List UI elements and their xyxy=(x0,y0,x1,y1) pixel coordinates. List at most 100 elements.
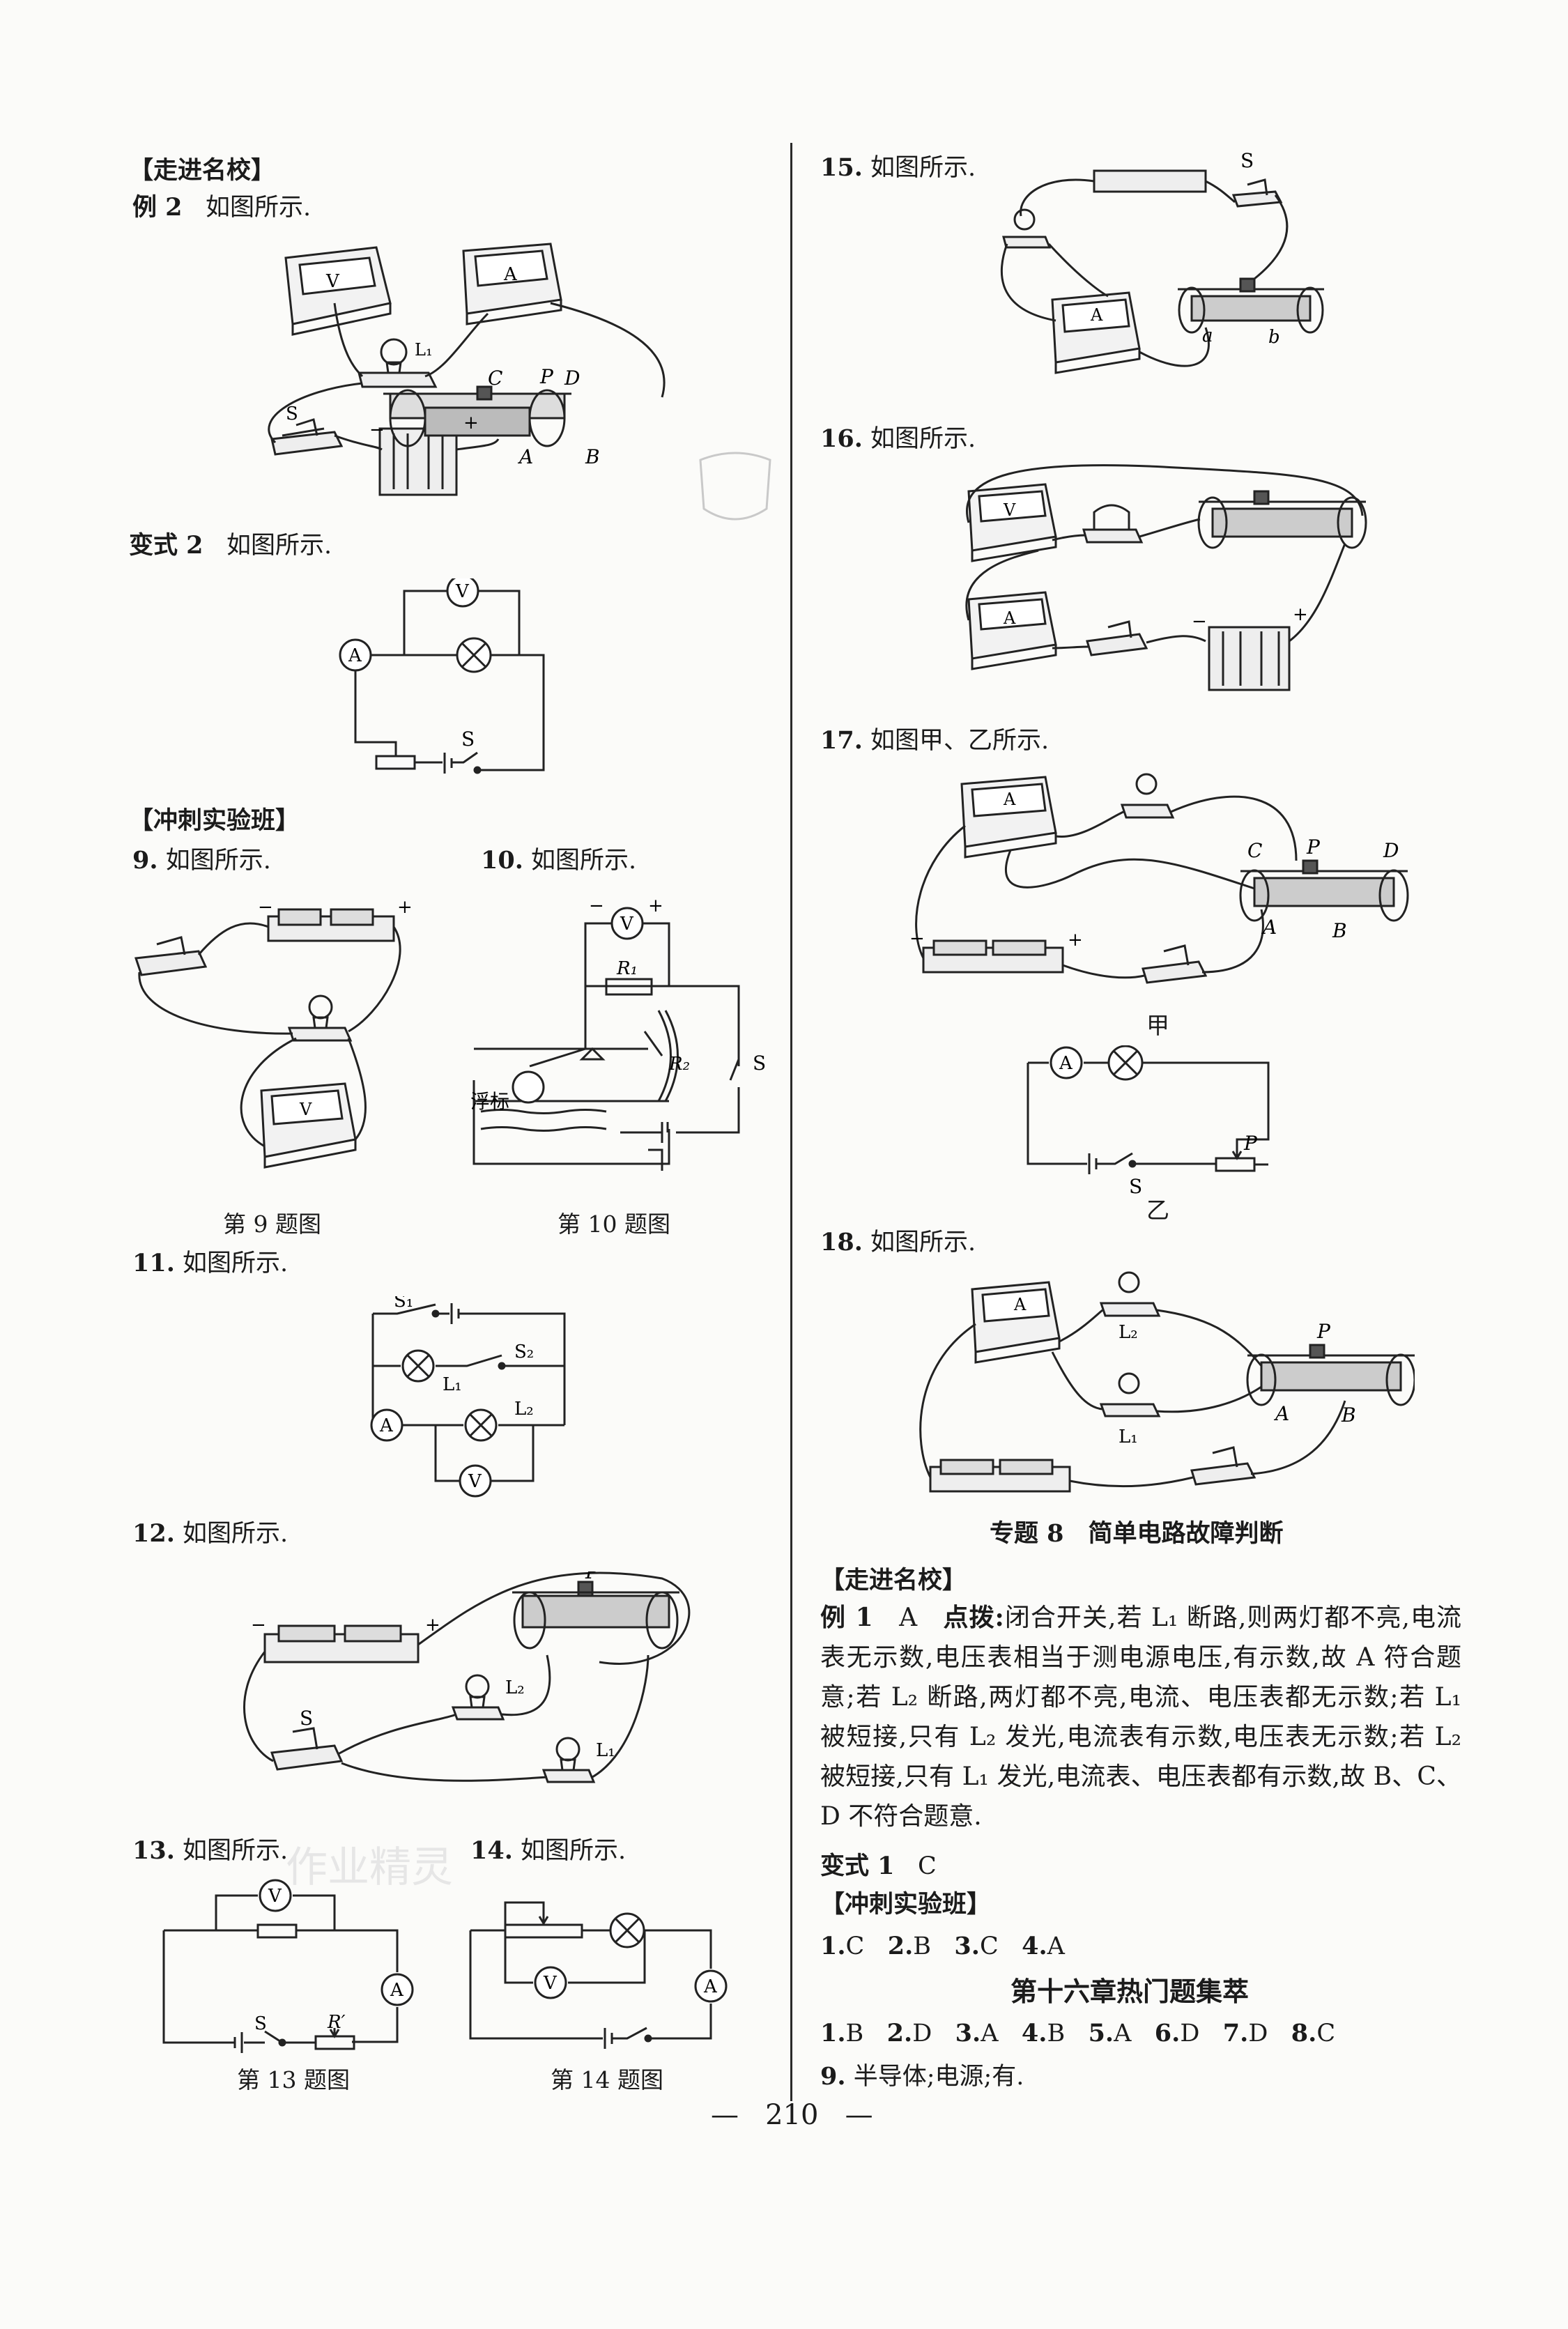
question-15-line: 15. 如图所示. xyxy=(820,152,976,185)
answer-value: A xyxy=(981,2020,999,2047)
figure-label: A xyxy=(1059,1053,1073,1074)
hint-text: 闭合开关,若 L₁ 断路,则两灯都不亮,电流表无示数,电压表相当于测电源电压,有… xyxy=(820,1604,1461,1831)
variant-2-line: 变式 2 如图所示. xyxy=(129,530,332,562)
section-heading-chongci: 【冲刺实验班】 xyxy=(129,806,300,835)
figure-label: − xyxy=(258,897,273,918)
answer-value: C xyxy=(1316,2020,1336,2047)
figure-label: A xyxy=(503,264,518,285)
figure-label: + xyxy=(463,413,479,433)
question-number: 11. xyxy=(132,1249,175,1277)
question-number: 15. xyxy=(820,153,863,182)
figure-label: P xyxy=(585,1571,599,1583)
figure-label: V xyxy=(468,1471,482,1492)
question-number: 12. xyxy=(132,1519,175,1548)
figure-label: C xyxy=(1247,839,1262,862)
question-text: 如图所示. xyxy=(165,847,271,875)
answer-number: 1. xyxy=(820,2019,846,2047)
answer-number: 8. xyxy=(1291,2019,1317,2047)
figure-label: − xyxy=(909,928,925,949)
figure-caption-9: 第 9 题图 xyxy=(223,1210,321,1238)
figure-label: S xyxy=(254,2013,267,2034)
figure-label: − xyxy=(589,899,604,916)
figure-label: D xyxy=(564,367,580,390)
question-18-line: 18. 如图所示. xyxy=(820,1227,976,1259)
variant-1-line: 变式 1 C xyxy=(820,1850,937,1883)
answer-value: D xyxy=(1180,2020,1200,2047)
figure-label: − xyxy=(369,420,385,440)
question-17-line: 17. 如图甲、乙所示. xyxy=(820,725,1049,758)
figure-label-jia: 甲 xyxy=(1146,1012,1169,1039)
section-heading-zoujin: 【走进名校】 xyxy=(129,156,276,185)
answer-value: D xyxy=(1248,2020,1268,2047)
question-number: 10. xyxy=(481,846,523,875)
answer-number: 4. xyxy=(1021,2019,1047,2047)
figure-label: R₁ xyxy=(616,958,638,979)
answer-number: 3. xyxy=(955,2019,981,2047)
figure-q16-circuit: V A − + xyxy=(965,464,1367,691)
column-divider xyxy=(790,143,792,2101)
figure-label: S xyxy=(1129,1175,1142,1198)
figure-q13-schematic: V A S R′ xyxy=(162,1879,414,2053)
figure-label: D xyxy=(1383,839,1399,862)
figure-label: + xyxy=(1293,604,1308,625)
figure-label: b xyxy=(1268,327,1280,348)
answer-value: A xyxy=(1047,1932,1065,1960)
question-number: 16. xyxy=(820,424,863,453)
answer-value: B xyxy=(1047,2020,1066,2047)
watermark-stamp: 作业精灵 xyxy=(286,1843,453,1892)
example-2-line: 例 2 如图所示. xyxy=(132,192,311,224)
figure-label: B xyxy=(1332,919,1347,942)
figure-label: V xyxy=(455,581,470,602)
figure-label: L₂ xyxy=(1119,1322,1138,1343)
figure-label: V xyxy=(620,914,634,935)
figure-label: + xyxy=(1068,930,1083,951)
figure-label-yi: 乙 xyxy=(1146,1197,1169,1224)
answer-number: 2. xyxy=(886,2019,913,2047)
variant-label: 变式 1 xyxy=(820,1852,895,1880)
figure-label: A xyxy=(1003,790,1016,809)
example-label: 例 1 xyxy=(820,1603,873,1632)
question-text: 如图所示. xyxy=(521,1837,627,1865)
hint-label: 点拨: xyxy=(943,1603,1004,1632)
figure-label: S₂ xyxy=(514,1342,534,1362)
figure-caption-10: 第 10 题图 xyxy=(558,1210,670,1238)
answers-row-b: 1.B 2.D 3.A 4.B 5.A 6.D 7.D 8.C xyxy=(820,2017,1335,2050)
variant-text: 如图所示. xyxy=(226,532,332,560)
answer-value: B xyxy=(845,2020,864,2047)
figure-label: V xyxy=(325,271,340,292)
answer-number: 2. xyxy=(887,1932,914,1960)
question-10-line: 10. 如图所示. xyxy=(481,845,636,877)
question-text: 如图所示. xyxy=(183,1520,289,1548)
figure-label: + xyxy=(648,899,663,916)
figure-label: B xyxy=(1341,1404,1356,1427)
answer-value: D xyxy=(912,2020,932,2047)
question-text: 如图所示. xyxy=(870,154,976,182)
question-11-line: 11. 如图所示. xyxy=(132,1247,288,1280)
figure-label: a xyxy=(1202,325,1213,346)
figure-label: C xyxy=(488,367,502,390)
answer-number: 6. xyxy=(1154,2019,1181,2047)
figure-label: A xyxy=(348,645,362,666)
figure-label: A xyxy=(390,1980,404,2001)
page-number: — 210 — xyxy=(711,2099,873,2131)
question-number: 13. xyxy=(132,1836,175,1865)
figure-label: − xyxy=(1192,611,1207,632)
answer-number: 4. xyxy=(1022,1932,1047,1960)
variant-label: 变式 2 xyxy=(129,531,203,560)
watermark-text: 作业精灵 xyxy=(286,1843,453,1892)
page-number-value: 210 xyxy=(765,2099,819,2131)
answer-number: 7. xyxy=(1222,2019,1249,2047)
figure-q15-circuit: S A a b xyxy=(1000,149,1324,374)
question-text: 如图甲、乙所示. xyxy=(870,727,1050,755)
figure-label: L₁ xyxy=(415,340,433,360)
figure-label: S xyxy=(300,1707,313,1730)
figure-q14-schematic: V A xyxy=(469,1901,728,2049)
question-number: 14. xyxy=(470,1836,513,1865)
figure-label: S xyxy=(286,403,298,424)
figure-label: S xyxy=(461,728,475,751)
figure-label: S xyxy=(753,1052,766,1075)
answer-number: 1. xyxy=(820,1932,846,1960)
figure-variant2-schematic: V A S xyxy=(339,578,545,774)
figure-label: A xyxy=(703,1976,718,1997)
answer-value: A xyxy=(1114,2020,1132,2047)
